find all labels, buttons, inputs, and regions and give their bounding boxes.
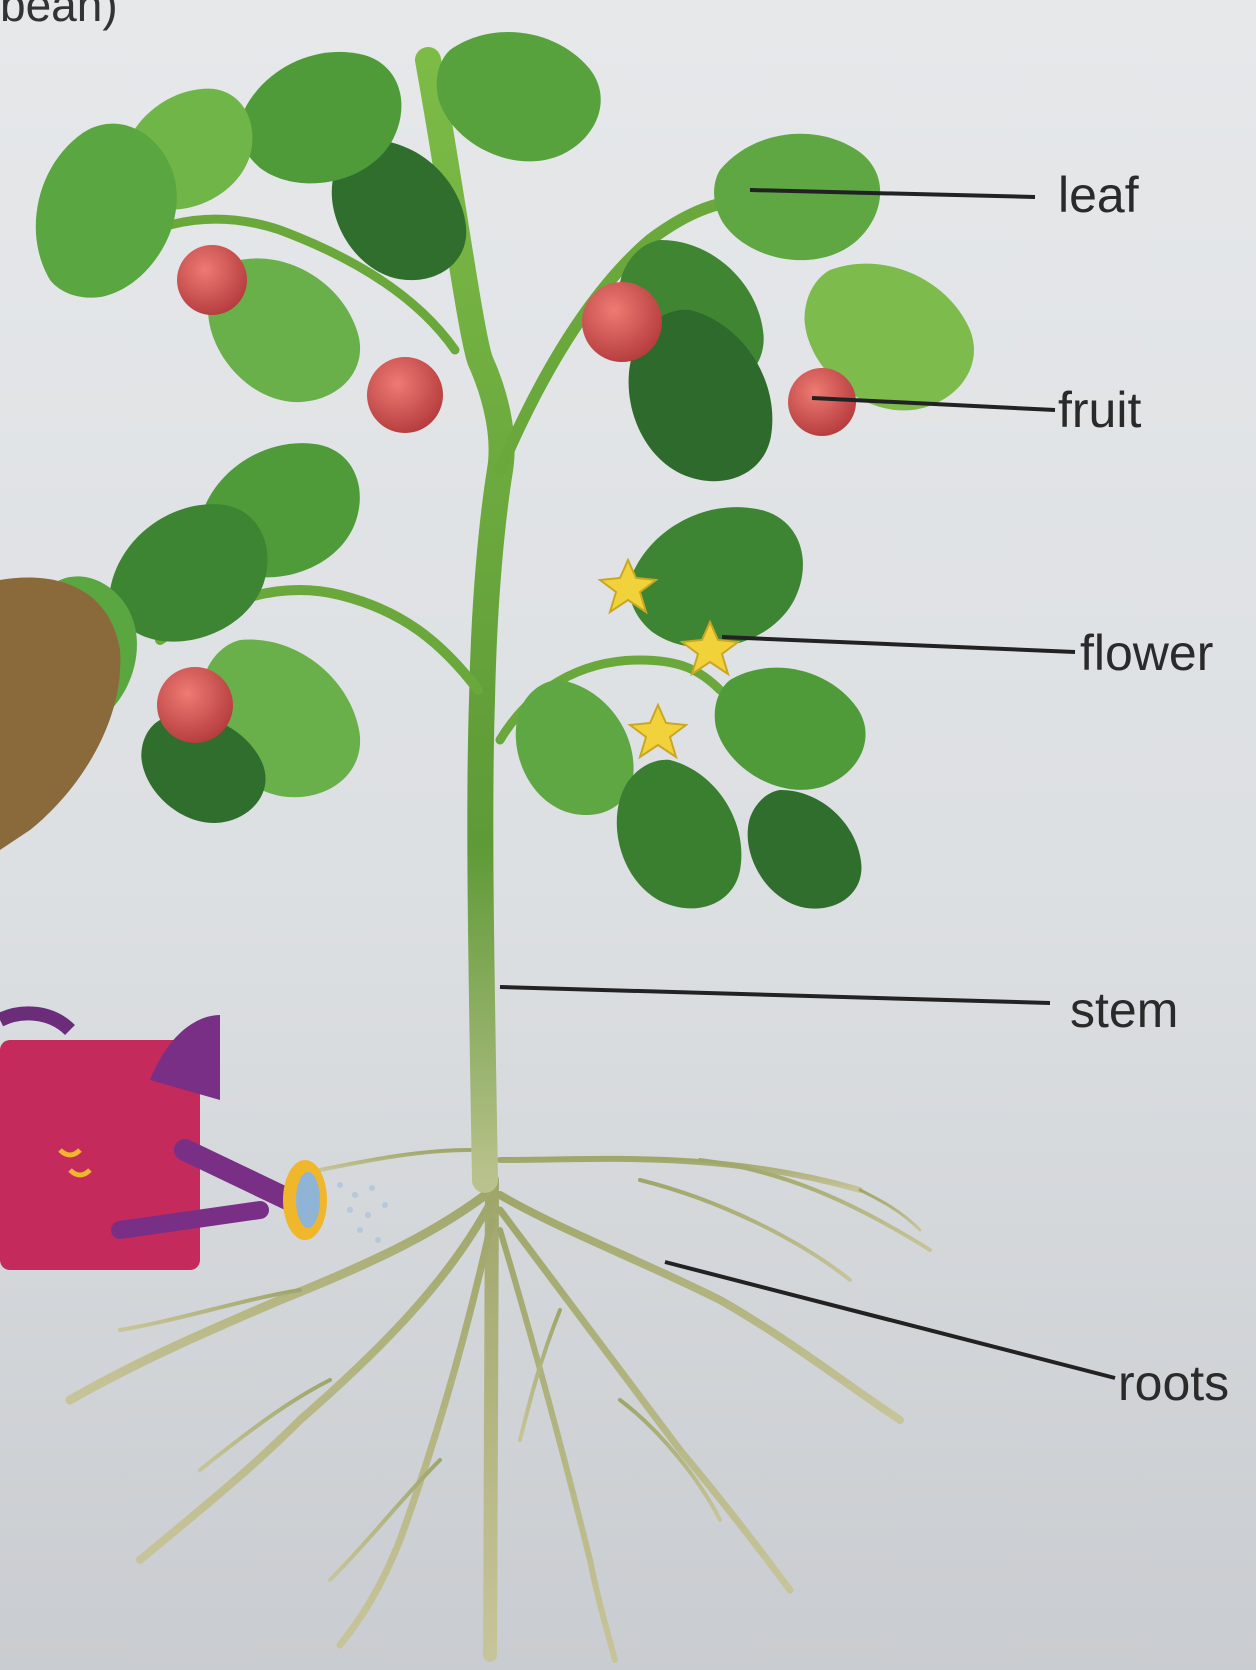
- flower-label: flower: [1080, 628, 1213, 678]
- roots-label: roots: [1118, 1358, 1229, 1408]
- watering-can-drawing: [0, 1013, 327, 1270]
- fruit-label: fruit: [1058, 385, 1141, 435]
- leaf-label: leaf: [1058, 170, 1139, 220]
- flower-pointer-line: [722, 637, 1075, 652]
- brown-object-drawing: [0, 578, 120, 850]
- water-drops-drawing: [337, 1182, 388, 1243]
- roots-pointer-line: [665, 1262, 1115, 1378]
- stem-label: stem: [1070, 985, 1178, 1035]
- stem-pointer-line: [500, 987, 1050, 1003]
